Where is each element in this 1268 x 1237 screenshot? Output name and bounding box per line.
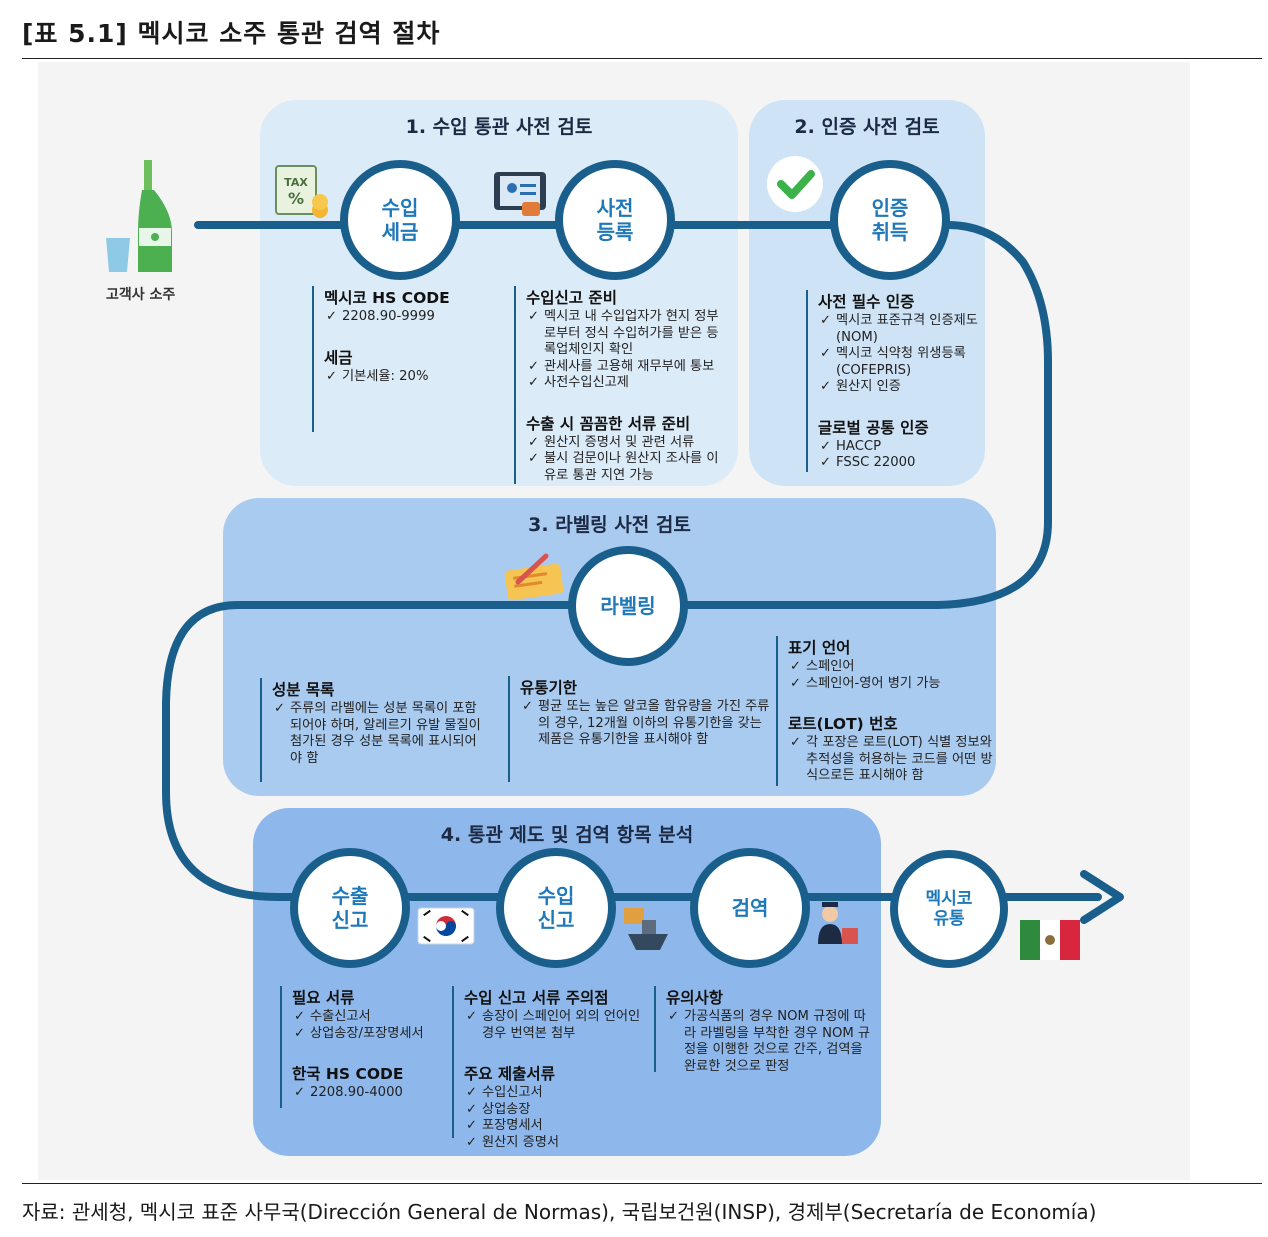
circle-export-declaration: 수출 신고 — [290, 848, 410, 968]
list-item: 주류의 라벨에는 성분 목록이 포함되어야 하며, 알레르기 유발 물질이 첨가… — [272, 701, 482, 767]
soju-glass-icon — [106, 238, 130, 272]
required-documents-heading: 필요 서류 — [292, 989, 355, 1007]
main-documents-heading: 주요 제출서류 — [464, 1065, 555, 1083]
label-pencil-icon — [504, 553, 564, 601]
checkmark-icon — [767, 156, 823, 212]
list-item: 상업송장 — [464, 1102, 642, 1119]
circle-import-declaration: 수입 신고 — [496, 848, 616, 968]
list-item: 스페인어-영어 병기 가능 — [788, 676, 998, 693]
korea-hs-code-heading: 한국 HS CODE — [292, 1065, 404, 1083]
circle-pre-registration: 사전 등록 — [555, 160, 675, 280]
panel4-col2: 수입 신고 서류 주의점 송장이 스페인어 외의 언어인 경우 번역본 첨부 주… — [452, 986, 642, 1151]
figure-title: [표 5.1] 멕시코 소주 통관 검역 절차 — [22, 19, 441, 48]
tax-heading: 세금 — [324, 348, 353, 367]
notes-heading: 유의사항 — [666, 989, 724, 1007]
arrow-head-icon — [1080, 870, 1124, 924]
list-item: 멕시코 표준규격 인증제도(NOM) — [818, 313, 980, 346]
list-item: 상업송장/포장명세서 — [292, 1026, 452, 1043]
panel4-col1: 필요 서류 수출신고서 상업송장/포장명세서 한국 HS CODE 2208.9… — [280, 986, 452, 1108]
list-item: 원산지 인증 — [818, 379, 980, 396]
panel1-title: 1. 수입 통관 사전 검토 — [405, 116, 593, 138]
ingredients-heading: 성분 목록 — [272, 681, 335, 699]
korea-flag-icon — [417, 907, 475, 945]
panel2-col: 사전 필수 인증 멕시코 표준규격 인증제도(NOM) 멕시코 식약청 위생등록… — [806, 290, 980, 472]
list-item: 원산지 증명서 및 관련 서류 — [526, 435, 722, 452]
list-item: 수입신고서 — [464, 1085, 642, 1102]
cargo-ship-icon — [624, 908, 668, 950]
registration-document-icon — [494, 172, 546, 216]
list-item: 수출신고서 — [292, 1009, 452, 1026]
list-item: 가공식품의 경우 NOM 규정에 따라 라벨링을 부착한 경우 NOM 규정을 … — [666, 1009, 872, 1075]
list-item: 관세사를 고용해 재무부에 통보 — [526, 359, 722, 376]
list-item: 불시 검문이나 원산지 조사를 이유로 통관 지연 가능 — [526, 451, 722, 484]
panel3-col1: 성분 목록 주류의 라벨에는 성분 목록이 포함되어야 하며, 알레르기 유발 … — [260, 678, 482, 782]
mexico-flag-icon — [1020, 920, 1080, 960]
panel2-title: 2. 인증 사전 검토 — [794, 116, 940, 138]
svg-text:%: % — [288, 189, 304, 208]
list-item: 스페인어 — [788, 659, 998, 676]
list-item: HACCP — [818, 439, 980, 456]
source-note: 자료: 관세청, 멕시코 표준 사무국(Dirección General de… — [22, 1200, 1097, 1224]
list-item: 사전수입신고제 — [526, 375, 722, 392]
start-label: 고객사 소주 — [106, 287, 176, 303]
list-item: 멕시코 식약청 위생등록(COFEPRIS) — [818, 346, 980, 379]
diagram-canvas: TAX % — [38, 62, 1190, 1180]
list-item: 송장이 스페인어 외의 언어인 경우 번역본 첨부 — [464, 1009, 642, 1042]
list-item: 원산지 증명서 — [464, 1135, 642, 1152]
import-documents-caution-heading: 수입 신고 서류 주의점 — [464, 989, 609, 1007]
language-heading: 표기 언어 — [788, 639, 851, 657]
circle-quarantine: 검역 — [690, 848, 810, 968]
panel4-title: 4. 통관 제도 및 검역 항목 분석 — [440, 824, 694, 846]
circle-labeling: 라벨링 — [568, 546, 688, 666]
import-declaration-heading: 수입신고 준비 — [526, 289, 617, 307]
lot-number-heading: 로트(LOT) 번호 — [788, 715, 898, 733]
list-item: 평균 또는 높은 알코올 함유량을 가진 주류의 경우, 12개월 이하의 유통… — [520, 699, 770, 749]
panel1-col1: 멕시코 HS CODE 2208.90-9999 세금 기본세율: 20% — [312, 286, 494, 432]
tax-icon: TAX % — [275, 165, 328, 218]
list-item: 2208.90-9999 — [324, 309, 494, 326]
panel3-col3: 표기 언어 스페인어 스페인어-영어 병기 가능 로트(LOT) 번호 각 포장… — [776, 636, 998, 786]
panel1-col2: 수입신고 준비 멕시코 내 수입업자가 현지 정부로부터 정식 수입허가를 받은… — [514, 286, 722, 484]
list-item: FSSC 22000 — [818, 455, 980, 472]
list-item: 기본세율: 20% — [324, 369, 494, 386]
list-item: 각 포장은 로트(LOT) 식별 정보와 추적성을 허용하는 코드를 어떤 방식… — [788, 735, 998, 785]
export-documents-heading: 수출 시 꼼꼼한 서류 준비 — [526, 414, 691, 433]
panel4-col3: 유의사항 가공식품의 경우 NOM 규정에 따라 라벨링을 부착한 경우 NOM… — [654, 986, 872, 1075]
list-item: 포장명세서 — [464, 1118, 642, 1135]
circle-mexico-distribution: 멕시코 유통 — [890, 850, 1008, 968]
global-certification-heading: 글로벌 공통 인증 — [818, 418, 929, 437]
list-item: 멕시코 내 수입업자가 현지 정부로부터 정식 수입허가를 받은 등록업체인지 … — [526, 309, 722, 359]
panel3-title: 3. 라벨링 사전 검토 — [528, 514, 691, 536]
panel3-col2: 유통기한 평균 또는 높은 알코올 함유량을 가진 주류의 경우, 12개월 이… — [508, 676, 770, 782]
process-path — [162, 221, 1102, 901]
inspector-icon — [818, 902, 858, 944]
title-rule — [22, 58, 1262, 59]
source-rule — [22, 1183, 1262, 1184]
circle-import-tax: 수입 세금 — [340, 160, 460, 280]
hs-code-heading: 멕시코 HS CODE — [324, 289, 450, 307]
expiry-heading: 유통기한 — [520, 679, 578, 697]
list-item: 2208.90-4000 — [292, 1085, 452, 1102]
circle-certification: 인증 취득 — [830, 160, 950, 280]
svg-text:TAX: TAX — [284, 176, 308, 189]
required-certification-heading: 사전 필수 인증 — [818, 293, 915, 311]
soju-bottle-icon — [138, 160, 172, 272]
